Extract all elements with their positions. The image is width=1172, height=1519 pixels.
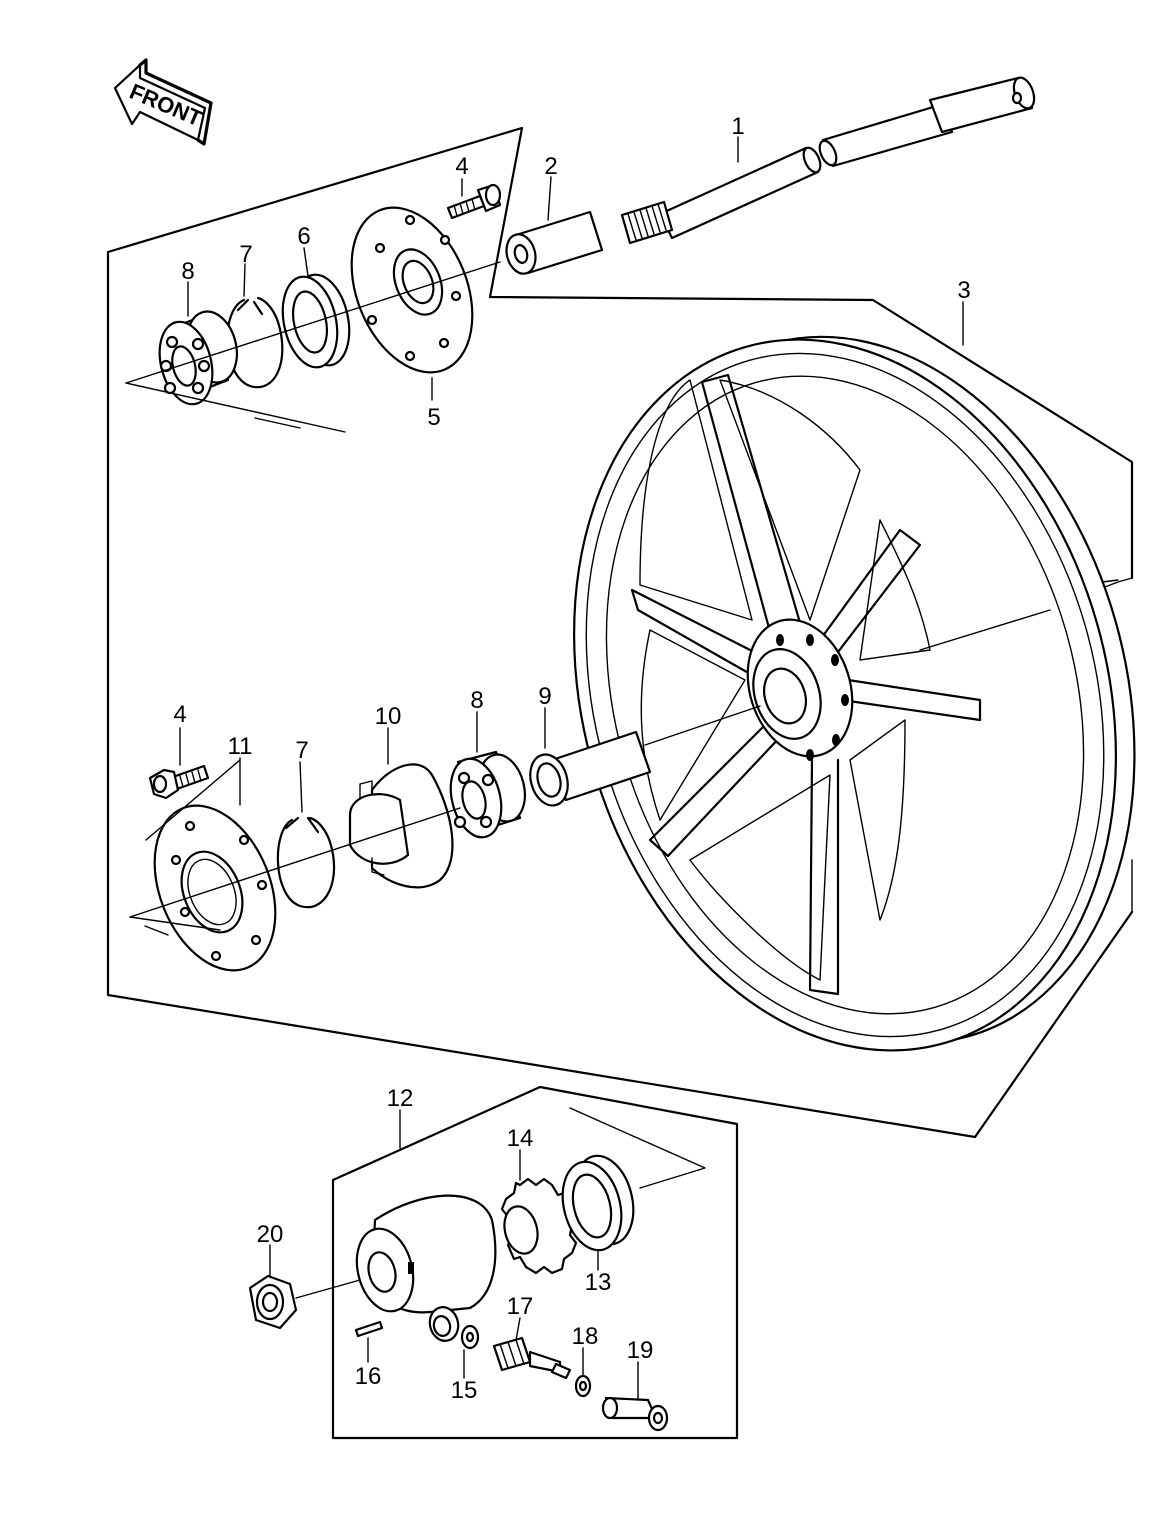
callout-13: 13 [585,1269,612,1296]
callout-4-lower: 4 [173,701,186,728]
callout-18: 18 [572,1323,599,1350]
bearing-lower [449,750,526,839]
callout-6: 6 [297,223,310,250]
bushing [601,1396,669,1432]
callout-16: 16 [355,1363,382,1390]
callout-20: 20 [257,1221,284,1248]
axle-nut [248,1274,361,1330]
callout-7-upper: 7 [239,241,252,268]
bolt-upper [446,183,502,220]
callout-8-upper: 8 [181,258,194,285]
callout-3: 3 [957,277,970,304]
callout-1: 1 [731,113,744,140]
bolt-lower [148,764,210,800]
washer-15 [460,1324,480,1350]
leader-lines [179,136,964,1401]
callout-labels: 1 2 3 4 5 6 7 8 4 11 7 10 8 9 12 14 13 2… [173,113,970,1404]
oil-seal-lower [561,1154,635,1252]
callout-8-lower: 8 [470,687,483,714]
callout-7-lower: 7 [295,737,308,764]
axle [620,76,1036,245]
callout-11: 11 [228,733,253,760]
pin [354,1320,384,1338]
flange-lower [153,804,277,972]
front-arrow: FRONT [113,58,213,146]
distance-collar [529,730,652,807]
washer-18 [574,1374,592,1398]
wheel [573,335,1136,1052]
collar [505,210,604,275]
callout-5: 5 [427,404,440,431]
cover [348,763,454,889]
callout-14: 14 [507,1125,534,1152]
callout-17: 17 [507,1293,534,1320]
upper-centerline [125,261,501,433]
callout-19: 19 [627,1337,654,1364]
speedo-gear-housing [355,1194,497,1342]
speedo-assembly-outline [331,1085,739,1440]
circlip-lower [276,816,336,909]
gear-drive [500,1177,578,1275]
upper-assembly-outline [106,126,1134,1139]
bearing-upper [158,310,238,406]
callout-2: 2 [544,153,557,180]
oil-seal-upper [281,273,351,369]
callout-12: 12 [387,1085,414,1112]
callout-4-upper: 4 [455,153,468,180]
callout-9: 9 [538,683,551,710]
callout-15: 15 [451,1377,478,1404]
callout-10: 10 [375,703,402,730]
pinion-gear [492,1336,572,1380]
lower-centerline [129,759,461,936]
